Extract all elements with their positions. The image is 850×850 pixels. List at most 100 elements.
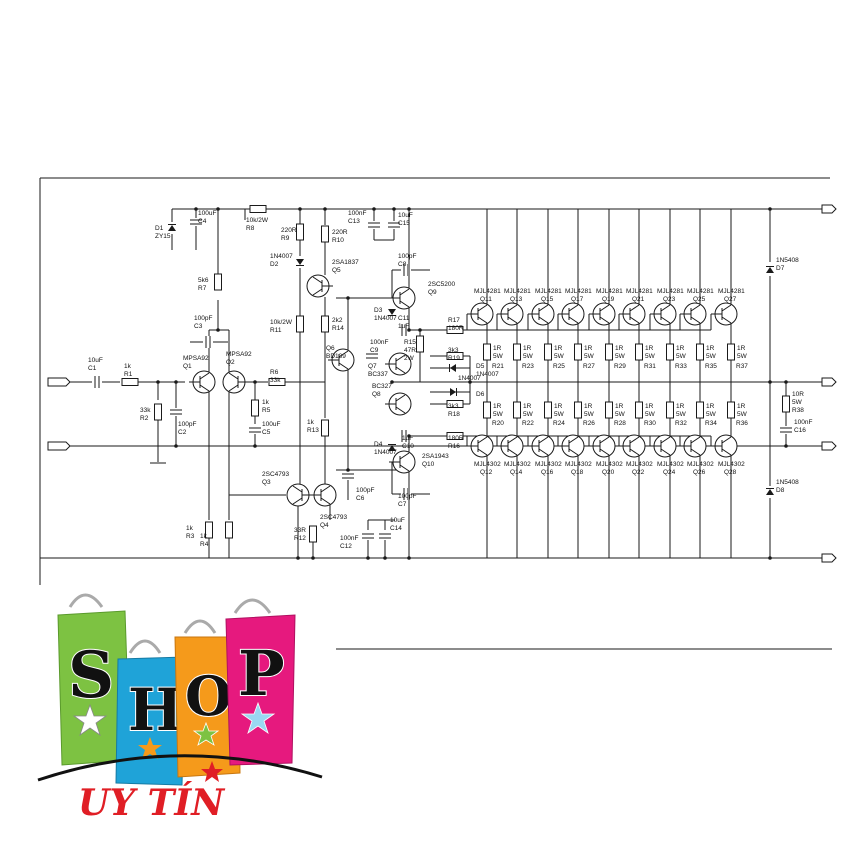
label: MJL4302	[718, 461, 745, 468]
label: 1k	[307, 419, 315, 426]
label: 1N5408	[776, 479, 799, 486]
label: 5W	[676, 411, 687, 418]
label: Q1	[183, 363, 192, 370]
label: 10R	[792, 391, 804, 398]
label: R16	[448, 443, 460, 450]
label: R11	[270, 327, 282, 334]
label: 2W	[404, 355, 415, 362]
label: R15	[404, 339, 416, 346]
label: 1k	[200, 533, 208, 540]
label: MPSA92	[183, 355, 209, 362]
label: MJL4302	[535, 461, 562, 468]
label: D4	[374, 441, 383, 448]
label: 180R	[448, 435, 464, 442]
label: C13	[348, 218, 360, 225]
label: 1R	[645, 403, 654, 410]
label: Q2	[226, 359, 235, 366]
label: R29	[614, 363, 626, 370]
label: R4	[200, 541, 209, 548]
label: 2SC4793	[262, 471, 289, 478]
label: 5W	[493, 411, 504, 418]
diode-d6: D6	[450, 388, 485, 398]
label: 5W	[706, 411, 717, 418]
port-vpos	[821, 204, 837, 214]
label: Q25	[693, 296, 706, 303]
label: Q15	[541, 296, 554, 303]
label: Q20	[602, 469, 615, 476]
green-bag: S	[57, 593, 131, 766]
wires	[40, 207, 822, 560]
label: 1R	[554, 403, 563, 410]
label: MJL4302	[565, 461, 592, 468]
label: Q9	[428, 289, 437, 296]
label: MPSA92	[226, 351, 252, 358]
schematic-frame	[39, 177, 832, 650]
label: Q19	[602, 296, 615, 303]
logo-letter-p: P	[238, 637, 285, 710]
label: C15	[398, 220, 410, 227]
label: 100uF	[262, 421, 280, 428]
logo-letter-o: O	[185, 664, 232, 728]
label: C5	[262, 429, 271, 436]
label: R7	[198, 285, 207, 292]
label: MJL4302	[657, 461, 684, 468]
label: 5W	[584, 353, 595, 360]
label: R31	[644, 363, 656, 370]
label: 1R	[676, 345, 685, 352]
label: Q17	[571, 296, 584, 303]
label: 2k2	[332, 317, 343, 324]
label: 10uF	[398, 212, 413, 219]
label: 100uF	[198, 210, 216, 217]
label: MJL4302	[474, 461, 501, 468]
label: 1N4007	[374, 449, 397, 456]
label: 1R	[493, 403, 502, 410]
label: R2	[140, 415, 149, 422]
label: 10k/2W	[270, 319, 293, 326]
label: 100pF	[194, 315, 212, 322]
label: C2	[178, 429, 187, 436]
label: 10uF	[390, 517, 405, 524]
label: R28	[614, 420, 626, 427]
label: Q21	[632, 296, 645, 303]
label: 5W	[615, 411, 626, 418]
label: 1R	[554, 345, 563, 352]
label: R25	[553, 363, 565, 370]
blue-bag: H	[115, 639, 186, 786]
label: 100pF	[178, 421, 196, 428]
label: Q22	[632, 469, 645, 476]
label: 2SC5200	[428, 281, 455, 288]
label: C12	[340, 543, 352, 550]
label: R13	[307, 427, 319, 434]
label: MJL4302	[626, 461, 653, 468]
label: 1R	[493, 345, 502, 352]
label: R23	[522, 363, 534, 370]
